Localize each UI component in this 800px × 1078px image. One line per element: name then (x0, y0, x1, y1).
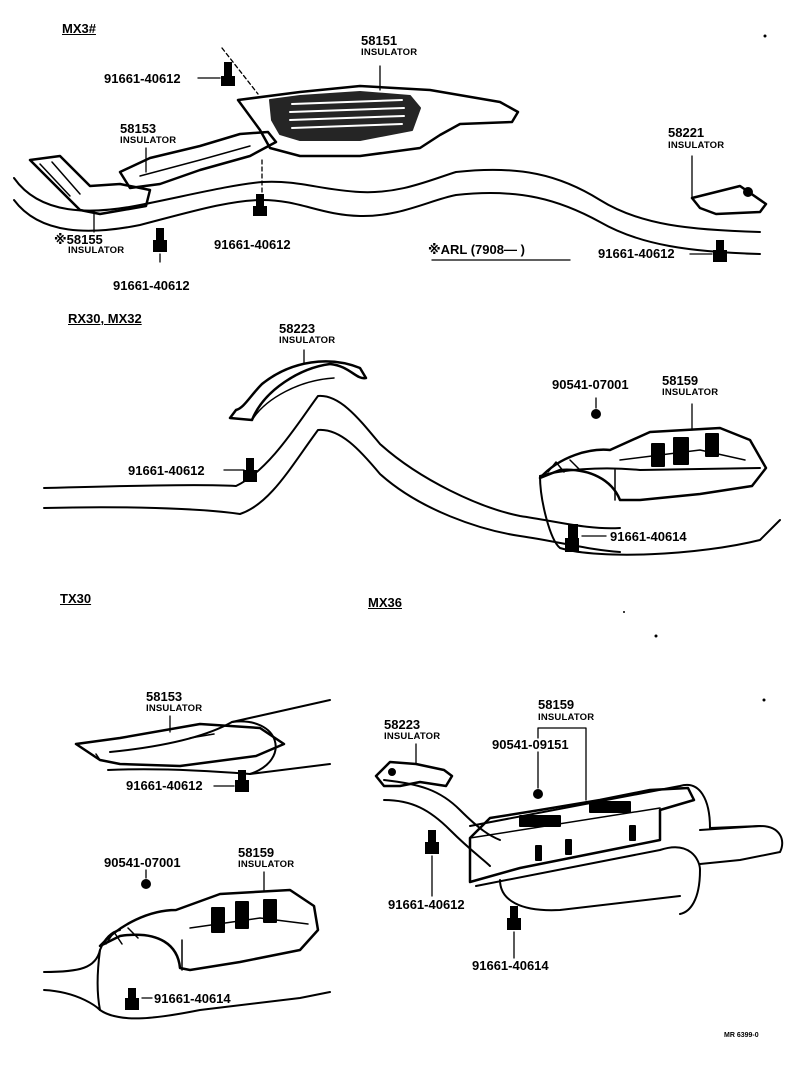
insulator-58159-a-shape (538, 426, 768, 502)
mx3-leader-lines (93, 47, 713, 263)
rx30-leader-lines (223, 349, 693, 537)
nut-label-3: 90541-09151 (492, 737, 569, 752)
bolt-label-1: 91661-40612 (104, 71, 181, 86)
bolt-label-3: 91661-40612 (598, 246, 675, 261)
insulator-58153-b-shape (74, 722, 286, 768)
part-name-58223-a: INSULATOR (279, 335, 336, 346)
tx30-leader-lines (141, 715, 265, 999)
insulator-58155-shape (28, 154, 152, 216)
insulator-58159-b-shape (98, 888, 320, 972)
part-name-58221: INSULATOR (668, 140, 725, 151)
part-name-58159-c: INSULATOR (538, 712, 595, 723)
part-number-58153-b: 58153 (146, 689, 183, 704)
part-number-58223-b: 58223 (384, 717, 421, 732)
part-name-58159-a: INSULATOR (662, 387, 719, 398)
insulator-58151-shape (236, 84, 520, 158)
diagram-code: MR 6399-0 (724, 1032, 759, 1039)
part-number-58221: 58221 (668, 125, 705, 140)
part-name-58159-b: INSULATOR (238, 859, 295, 870)
rx30-fasteners (243, 409, 601, 552)
part-number-58223-a: 58223 (279, 321, 316, 336)
nut-label-2: 90541-07001 (104, 855, 181, 870)
insulator-58159-c-shape (468, 786, 696, 884)
bolt-label-8: 91661-40614 (154, 991, 231, 1006)
section-title-rx30-mx32: RX30, MX32 (68, 311, 142, 326)
nut-label-1: 90541-07001 (552, 377, 629, 392)
part-name-58223-b: INSULATOR (384, 731, 441, 742)
mx36-exhaust-pipe (383, 779, 784, 915)
bolt-label-5: 91661-40612 (128, 463, 205, 478)
insulator-58153-shape (118, 130, 278, 190)
insulator-58221-shape (690, 184, 768, 216)
bolt-label-7: 91661-40612 (126, 778, 203, 793)
part-number-58153-a: 58153 (120, 121, 157, 136)
insulator-58223-b-shape (374, 760, 454, 788)
part-number-58159-b: 58159 (238, 845, 275, 860)
scan-specks (623, 34, 767, 702)
mx3-exhaust-pipe (13, 168, 761, 255)
section-title-mx3: MX3# (62, 21, 96, 36)
bolt-label-4: 91661-40612 (113, 278, 190, 293)
part-name-58153-b: INSULATOR (146, 703, 203, 714)
section-title-mx36: MX36 (368, 595, 402, 610)
mx3-bolts (153, 62, 727, 262)
arl-note: ※ARL (7908— ) (428, 242, 525, 257)
tx30-upper-pipe (107, 699, 331, 775)
part-name-58151: INSULATOR (361, 47, 418, 58)
bolt-label-10: 91661-40614 (472, 958, 549, 973)
part-number-58159-c: 58159 (538, 697, 575, 712)
insulator-58223-a-shape (228, 360, 368, 422)
section-title-tx30: TX30 (60, 591, 92, 606)
part-number-58151: 58151 (361, 33, 398, 48)
bolt-label-9: 91661-40612 (388, 897, 465, 912)
bolt-label-6: 91661-40614 (610, 529, 687, 544)
bolt-label-2: 91661-40612 (214, 237, 291, 252)
part-name-58153-a: INSULATOR (120, 135, 177, 146)
mx36-fasteners (425, 789, 543, 930)
part-name-58155: INSULATOR (68, 245, 125, 256)
part-number-58155: ※58155 (54, 232, 103, 247)
part-number-58159-a: 58159 (662, 373, 699, 388)
tx30-fasteners (125, 770, 249, 1010)
mx36-leader-lines (415, 727, 587, 959)
